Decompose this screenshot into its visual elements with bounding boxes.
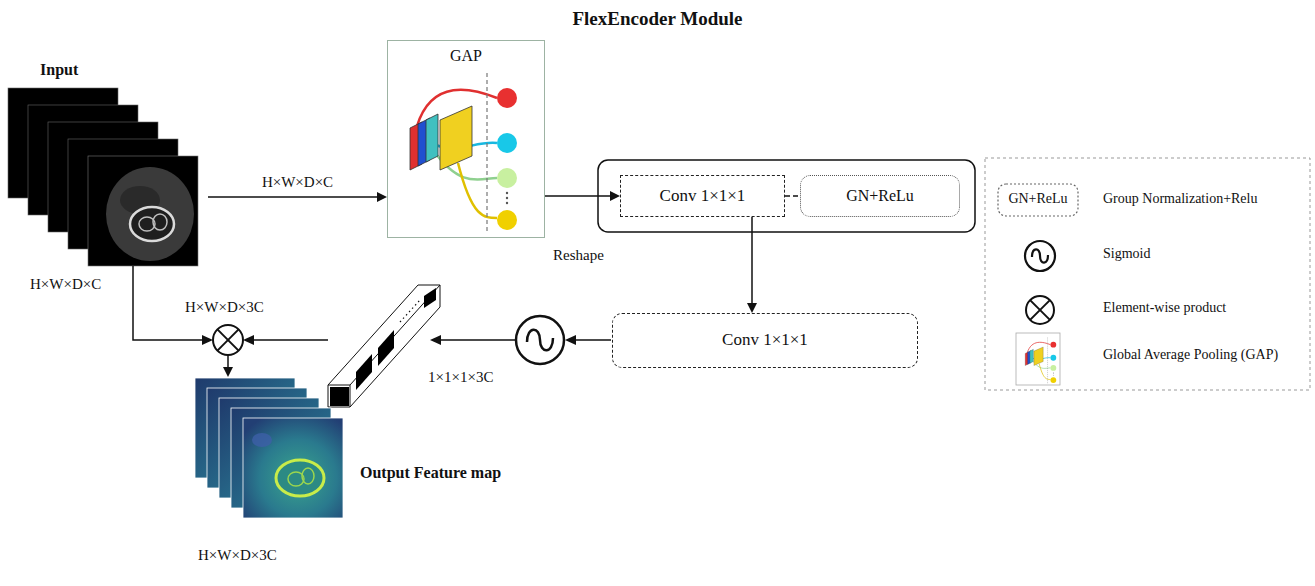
legend-gap-icon: [1025, 337, 1056, 383]
connector-line: [545, 195, 610, 197]
arrowhead: [243, 335, 254, 345]
legend-text: Global Average Pooling (GAP): [1103, 347, 1278, 364]
node-text: Output Feature map: [360, 463, 501, 482]
node-text: Input: [40, 60, 78, 79]
vector-bar: [328, 285, 440, 407]
input-slice-stack: [8, 88, 198, 266]
product-cross: [217, 329, 238, 350]
legend-gap-frame: [1016, 333, 1060, 385]
heat-core: [302, 468, 314, 484]
vector-cell: [330, 387, 349, 406]
output-heatmap-stack: [195, 378, 343, 518]
legend-product-cross: [1030, 300, 1050, 320]
diagram-title: FlexEncoder Module: [0, 8, 1315, 31]
dimension-label: 1×1×1×3C: [428, 368, 493, 386]
legend-sigmoid-symbol: [1025, 241, 1055, 271]
conv-box: Conv 1×1×1: [620, 175, 785, 217]
flow-line: [575, 339, 611, 341]
dimension-label: H×W×D×3C: [185, 298, 264, 316]
tumor-core: [153, 214, 167, 230]
output-feature-map: Output Feature map: [195, 375, 345, 525]
arrowhead: [377, 192, 387, 202]
node-text: GN+ReLu: [846, 186, 914, 205]
flow-line: [440, 339, 515, 341]
vector-edge: [328, 385, 350, 386]
brain-shape: [106, 167, 194, 261]
input-image-stack: Input: [8, 55, 208, 270]
edge-label: H×W×D×C: [260, 173, 335, 191]
legend-frame: [985, 158, 1310, 390]
flow-line: [227, 355, 229, 369]
arrowhead: [565, 335, 576, 345]
node-text: Conv 1×1×1: [722, 330, 808, 350]
product-cross: [217, 329, 238, 350]
arrowhead: [747, 303, 757, 313]
legend-sample-text: GN+ReLu: [998, 191, 1078, 208]
connector-line: [208, 196, 377, 198]
arrowhead: [202, 335, 213, 345]
vector-edge: [350, 385, 351, 407]
legend-text: Element-wise product: [1103, 300, 1226, 317]
legend-sigmoid-curve: [1032, 249, 1048, 262]
flow-line: [253, 339, 328, 341]
edge-label: Reshape: [551, 246, 606, 264]
connector-line: [785, 195, 800, 197]
vector-ellipsis: [400, 300, 420, 322]
node-text: GAP: [450, 46, 482, 65]
legend-text: Sigmoid: [1103, 246, 1150, 263]
conv-block-outline: [598, 160, 975, 232]
vector-cell: [424, 288, 436, 308]
heatmap-slice: [243, 418, 343, 518]
legend-product-cross: [1030, 300, 1050, 320]
gap-illustration: [410, 73, 517, 233]
dimension-label: H×W×D×3C: [198, 546, 277, 564]
connector: [545, 191, 620, 201]
connector: [747, 217, 757, 313]
gap-box: GAP: [387, 40, 545, 238]
connector-line: [751, 217, 753, 303]
connector: [208, 192, 387, 202]
arrowhead: [430, 335, 441, 345]
connector: [785, 196, 800, 197]
dimension-label: H×W×D×C: [30, 275, 101, 293]
attention-vector: [328, 285, 440, 407]
gn-relu-box: GN+ReLu: [800, 175, 960, 217]
arrowhead: [610, 191, 620, 201]
vector-cell: [356, 354, 372, 390]
tumor-ring: [130, 207, 174, 241]
heat-blob: [252, 433, 272, 447]
arrowhead: [223, 367, 233, 377]
product-symbol: [213, 325, 243, 355]
legend-product-symbol: [1026, 296, 1054, 324]
conv-box: Conv 1×1×1: [612, 313, 918, 368]
mri-slice: [88, 156, 198, 266]
vector-cell: [378, 330, 394, 366]
legend-text: Group Normalization+Relu: [1103, 191, 1257, 208]
sigmoid-symbol: [516, 316, 564, 364]
legend-gn-sample: [998, 184, 1078, 216]
heat-ring: [276, 460, 324, 496]
node-text: Conv 1×1×1: [660, 186, 746, 206]
sigmoid-curve: [527, 330, 553, 351]
